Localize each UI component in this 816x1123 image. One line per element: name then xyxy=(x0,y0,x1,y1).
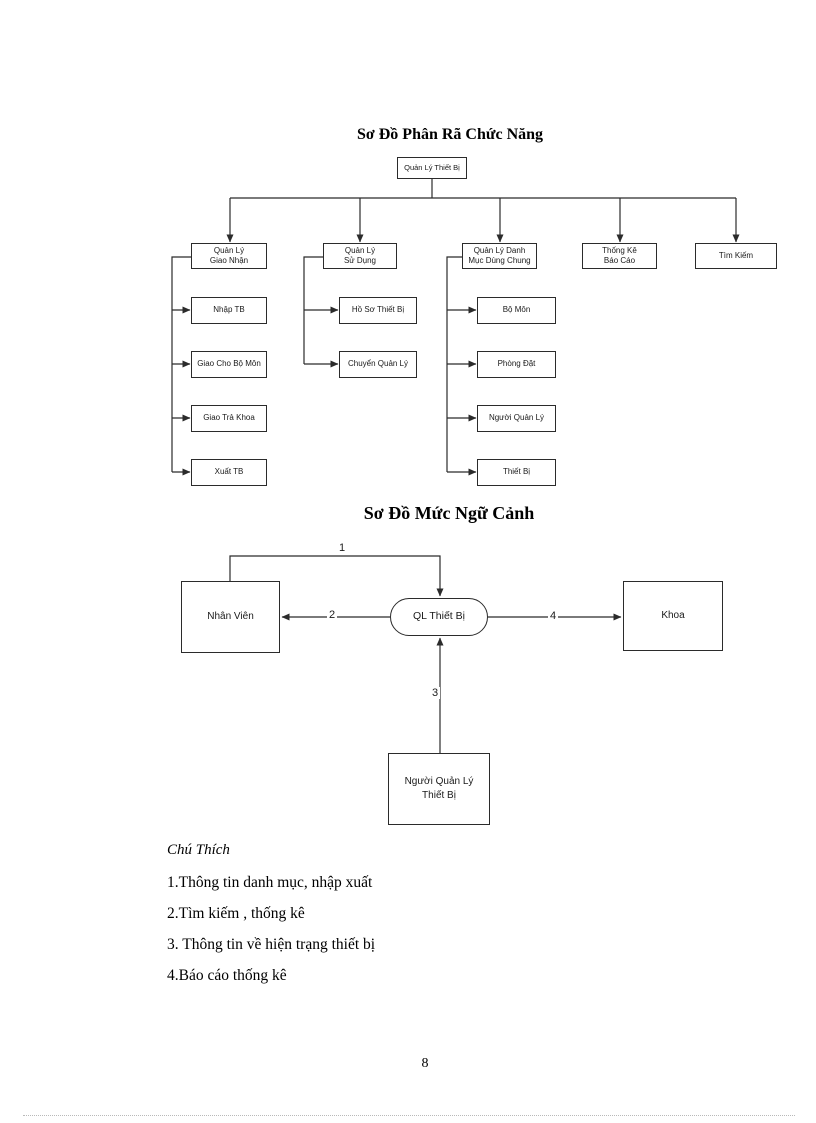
flow-label-3: 3 xyxy=(430,687,441,699)
context-diagram-connectors xyxy=(229,555,622,753)
flow-label-4: 4 xyxy=(548,610,559,622)
page-number: 8 xyxy=(421,1056,429,1071)
node-quan-ly-giao-nhan: Quản Lý Giao Nhận xyxy=(191,243,267,269)
node-xuat-tb: Xuất TB xyxy=(191,459,267,486)
node-quan-ly-danh-muc: Quản Lý Danh Mục Dùng Chung xyxy=(462,243,537,269)
note-item-1: 1.Thông tin danh mục, nhập xuất xyxy=(167,874,373,891)
node-giao-tra-khoa: Giao Trả Khoa xyxy=(191,405,267,432)
node-nguoi-quan-ly: Người Quản Lý xyxy=(477,405,556,432)
node-chuyen-quan-ly: Chuyển Quản Lý xyxy=(339,351,417,378)
entity-khoa: Khoa xyxy=(623,581,723,651)
function-diagram-title: Sơ Đồ Phân Rã Chức Năng xyxy=(356,126,544,143)
notes-heading: Chú Thích xyxy=(167,842,230,858)
node-phong-dat: Phòng Đặt xyxy=(477,351,556,378)
context-diagram-title: Sơ Đồ Mức Ngữ Cảnh xyxy=(363,503,535,523)
entity-nhan-vien: Nhân Viên xyxy=(181,581,280,653)
node-root: Quản Lý Thiết Bị xyxy=(397,157,467,179)
note-item-3: 3. Thông tin về hiện trạng thiết bị xyxy=(167,936,376,953)
note-item-2: 2.Tìm kiếm , thống kê xyxy=(167,905,305,922)
node-bo-mon: Bộ Môn xyxy=(477,297,556,324)
node-giao-cho-bo-mon: Giao Cho Bộ Môn xyxy=(191,351,267,378)
node-thiet-bi: Thiết Bị xyxy=(477,459,556,486)
node-thong-ke-bao-cao: Thống Kê Báo Cáo xyxy=(582,243,657,269)
node-quan-ly-su-dung: Quản Lý Sử Dụng xyxy=(323,243,397,269)
node-nhap-tb: Nhập TB xyxy=(191,297,267,324)
notes-section: Chú Thích 1.Thông tin danh mục, nhập xuấ… xyxy=(167,842,375,998)
node-ho-so-thiet-bi: Hồ Sơ Thiết Bị xyxy=(339,297,417,324)
flow-label-1: 1 xyxy=(337,542,348,554)
entity-nguoi-quan-ly-thiet-bi: Người Quản Lý Thiết Bị xyxy=(388,753,490,825)
flow-label-2: 2 xyxy=(327,609,338,621)
node-tim-kiem: Tìm Kiếm xyxy=(695,243,777,269)
note-item-4: 4.Báo cáo thống kê xyxy=(167,967,287,984)
page-break-dotted-line xyxy=(23,1115,795,1116)
process-ql-thiet-bi: QL Thiết Bị xyxy=(390,598,488,636)
